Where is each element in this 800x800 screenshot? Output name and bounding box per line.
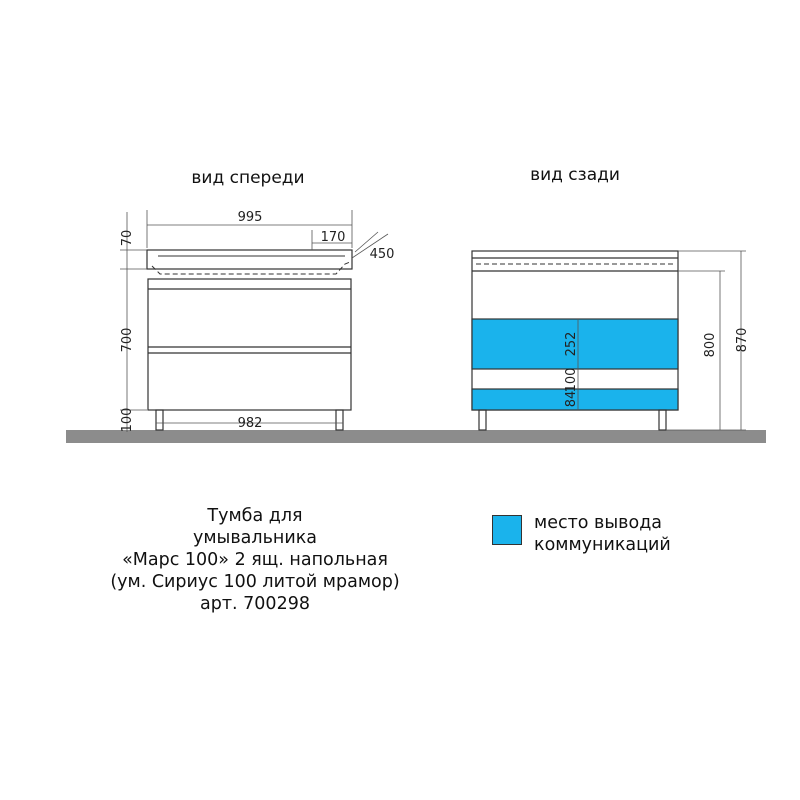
front-view <box>146 249 353 431</box>
dim-depth: 450 <box>370 247 395 262</box>
back-view <box>471 250 679 431</box>
outlet-zone-upper <box>471 318 679 370</box>
dim-body-height: 700 <box>120 328 135 353</box>
caption-line-5: арт. 700298 <box>200 594 310 614</box>
back-view-title: вид сзади <box>530 165 620 185</box>
legend-line-1: место вывода <box>534 513 663 533</box>
front-countertop <box>146 249 353 270</box>
dim-back-body: 800 <box>703 333 718 358</box>
legend-swatch-outlet <box>492 515 522 545</box>
back-dimensions <box>577 250 746 431</box>
dim-leg-span: 982 <box>238 416 263 431</box>
caption-line-2: умывальника <box>192 528 318 548</box>
front-cabinet-body <box>147 278 352 411</box>
dim-leg-height: 100 <box>120 408 135 433</box>
front-leg-left <box>155 409 164 431</box>
caption-line-1: Тумба для <box>207 506 303 526</box>
dim-outlet-zone: 252 <box>564 332 579 357</box>
product-caption: Тумба для умывальника «Марс 100» 2 ящ. н… <box>20 505 490 615</box>
front-basin-outline <box>151 261 351 275</box>
front-dimensions <box>120 210 389 432</box>
outlet-zone-lower <box>471 388 679 411</box>
back-leg-right <box>658 409 667 431</box>
dim-outlet-low: 100 <box>564 368 579 393</box>
dim-outlet-base: 84 <box>564 391 579 408</box>
front-view-title: вид спереди <box>191 168 304 188</box>
dim-top-height: 70 <box>120 230 135 247</box>
front-leg-right <box>335 409 344 431</box>
floor <box>66 430 766 443</box>
caption-line-3: «Марс 100» 2 ящ. напольная <box>122 550 388 570</box>
caption-line-4: (ум. Сириус 100 литой мрамор) <box>110 572 400 592</box>
legend-line-2: коммуникаций <box>534 535 671 555</box>
back-leg-left <box>478 409 487 431</box>
dim-top-offset: 170 <box>321 230 346 245</box>
dim-back-total: 870 <box>735 328 750 353</box>
legend: место вывода коммуникаций <box>492 512 671 556</box>
dim-front-width: 995 <box>238 210 263 225</box>
legend-label: место вывода коммуникаций <box>534 512 671 556</box>
